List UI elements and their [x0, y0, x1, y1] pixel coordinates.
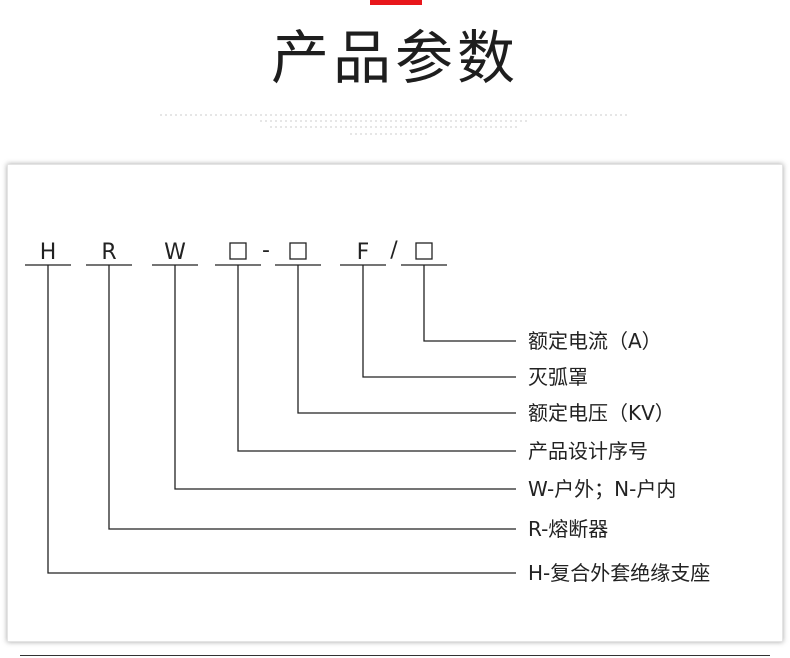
code-letter: F — [357, 240, 370, 265]
legend-label: H-复合外套绝缘支座 — [528, 561, 710, 585]
legend-label: 额定电压（KV） — [528, 401, 675, 425]
connector-line — [237, 265, 516, 452]
connector-line — [174, 265, 516, 490]
connector-lines — [47, 265, 516, 574]
connector-line — [423, 265, 516, 342]
legend-label: R-熔断器 — [528, 517, 608, 541]
code-placeholder-box — [415, 242, 433, 260]
code-letter: R — [101, 240, 116, 265]
connector-line — [108, 265, 516, 530]
code-letter: W — [164, 240, 186, 265]
model-code-panel: H R W F - / 额定电流（A） 灭弧罩额定电压（KV） 产品设计序号 W-户外；N-户内… — [7, 164, 783, 642]
code-separator: / — [390, 238, 398, 263]
connector-line — [297, 265, 516, 414]
code-placeholder-box — [289, 242, 307, 260]
page-title: 产品参数 — [270, 24, 519, 92]
connector-line — [362, 265, 516, 378]
code-segments: H R W F - / — [25, 238, 447, 266]
subtitle-faint-text — [160, 114, 630, 135]
code-placeholder-box — [229, 242, 247, 260]
top-accent-bar — [370, 0, 422, 5]
connector-line — [47, 265, 516, 574]
code-letter: H — [40, 240, 57, 265]
code-separator: - — [262, 238, 270, 263]
legend-label: 产品设计序号 — [528, 439, 648, 463]
legend-label: 灭弧罩 — [528, 365, 588, 389]
legend-label: W-户外；N-户内 — [528, 477, 676, 501]
bottom-divider — [20, 655, 770, 656]
legend-label: 额定电流（A） — [528, 329, 662, 353]
